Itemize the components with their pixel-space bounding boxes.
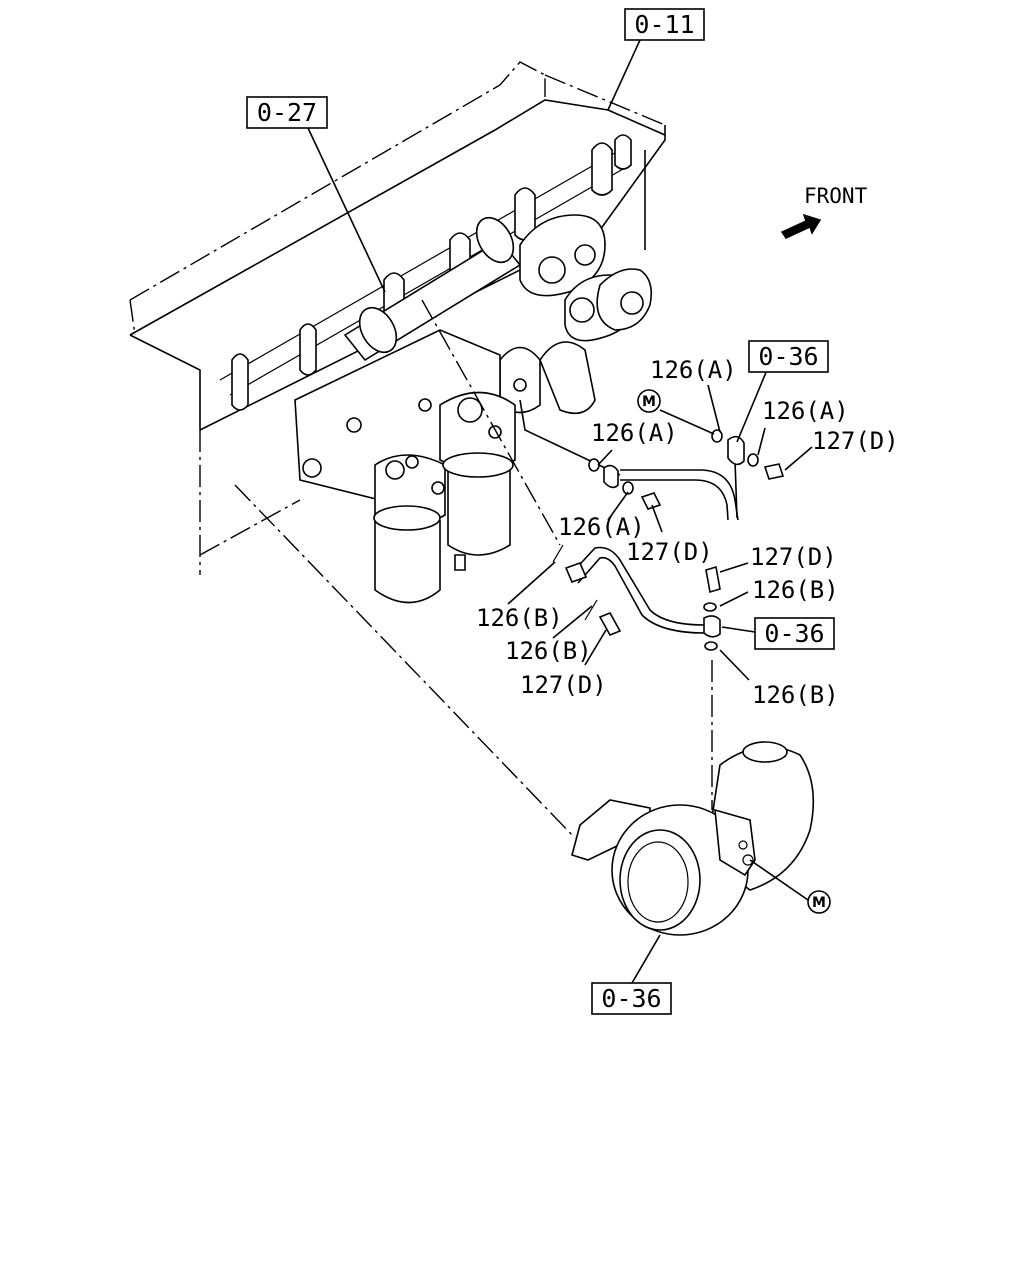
marker-m-lower-text: M bbox=[812, 895, 826, 911]
oil-filter-left bbox=[373, 454, 446, 604]
marker-m-upper: M bbox=[637, 389, 661, 413]
ref-box-0-36-middle: 0-36 bbox=[754, 617, 835, 650]
label-126b-4: 126(B) bbox=[752, 681, 839, 709]
label-127d-4: 127(D) bbox=[520, 671, 607, 699]
turbocharger bbox=[571, 741, 815, 936]
ref-box-0-36-upper: 0-36 bbox=[748, 340, 829, 373]
label-126b-1: 126(B) bbox=[752, 576, 839, 604]
leader-lines bbox=[234, 39, 813, 984]
label-126b-3: 126(B) bbox=[505, 637, 592, 665]
label-126a-4: 126(A) bbox=[558, 513, 645, 541]
oil-pipe-lower bbox=[552, 544, 721, 651]
ref-0-11-text: 0-11 bbox=[634, 10, 694, 39]
ref-0-36-middle-text: 0-36 bbox=[764, 619, 824, 648]
oil-filter-right bbox=[439, 391, 516, 571]
label-126a-2: 126(A) bbox=[762, 397, 849, 425]
marker-m-upper-text: M bbox=[642, 394, 656, 410]
label-126a-3: 126(A) bbox=[591, 419, 678, 447]
exhaust-manifold bbox=[231, 134, 653, 501]
front-label: FRONT bbox=[804, 184, 868, 208]
label-126b-2: 126(B) bbox=[476, 604, 563, 632]
ref-0-36-lower-text: 0-36 bbox=[601, 984, 661, 1013]
ref-box-0-27: 0-27 bbox=[246, 96, 328, 129]
oil-pipe-upper bbox=[519, 399, 785, 521]
ref-0-27-text: 0-27 bbox=[257, 98, 317, 127]
ref-box-0-11: 0-11 bbox=[624, 8, 705, 41]
label-127d-2: 127(D) bbox=[626, 538, 713, 566]
label-126a-1: 126(A) bbox=[650, 356, 737, 384]
ref-box-0-36-lower: 0-36 bbox=[591, 982, 672, 1015]
label-127d-3: 127(D) bbox=[750, 543, 837, 571]
label-127d-1: 127(D) bbox=[812, 427, 899, 455]
ref-0-36-upper-text: 0-36 bbox=[758, 342, 818, 371]
front-arrow-icon bbox=[780, 213, 822, 239]
marker-m-lower: M bbox=[807, 890, 831, 914]
